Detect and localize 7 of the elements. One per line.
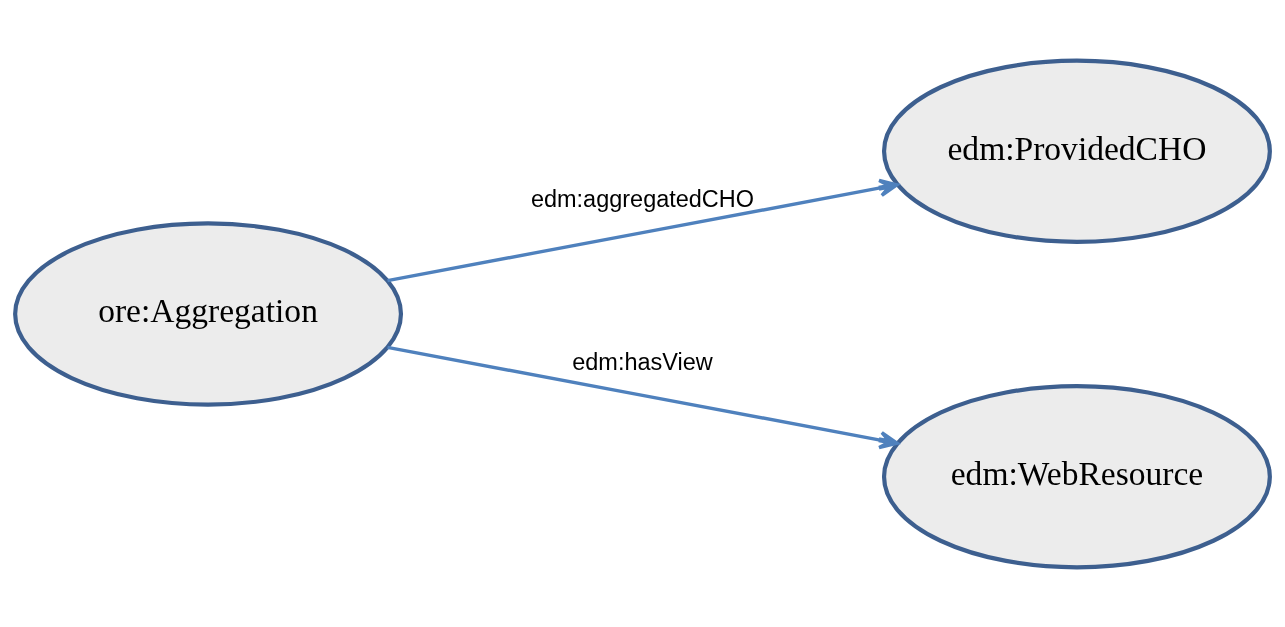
node-ellipse: edm:ProvidedCHO <box>881 58 1272 244</box>
arrow <box>387 345 899 449</box>
edge-label: edm:aggregatedCHO <box>530 185 755 212</box>
node-ellipse: edm:WebResource <box>881 383 1272 569</box>
node-ellipse: ore:Aggregation <box>13 220 404 407</box>
arrow <box>387 178 899 282</box>
edge-label: edm:hasView <box>572 348 713 375</box>
